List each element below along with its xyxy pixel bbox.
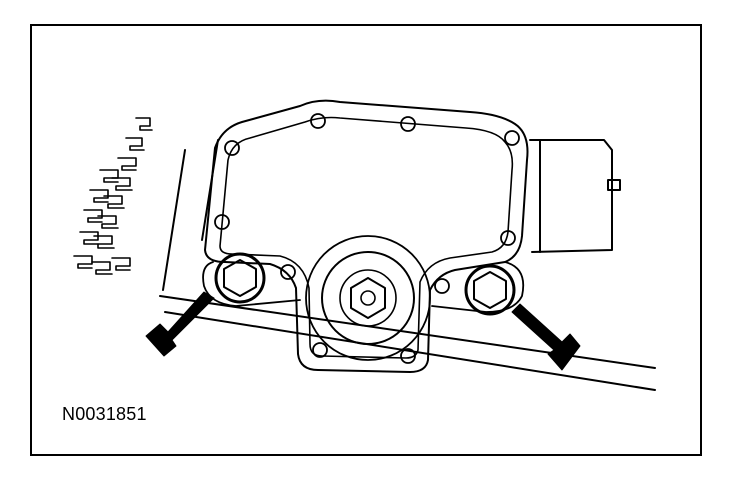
arrow-icon [511,303,581,371]
housing-edge-lines [159,139,656,391]
diagram-frame [30,24,702,456]
right-bolt [464,264,516,316]
shaft-boss [305,235,431,361]
gasket-inner [219,116,514,359]
arrow-icon [145,291,215,357]
figure-id-label: N0031851 [62,404,147,424]
connector-housing [529,139,621,253]
gasket-holes [214,113,520,364]
gasket-outline [204,99,529,373]
ribbed-fins [73,117,153,275]
mounting-ears [202,261,525,313]
left-bolt [214,252,266,304]
